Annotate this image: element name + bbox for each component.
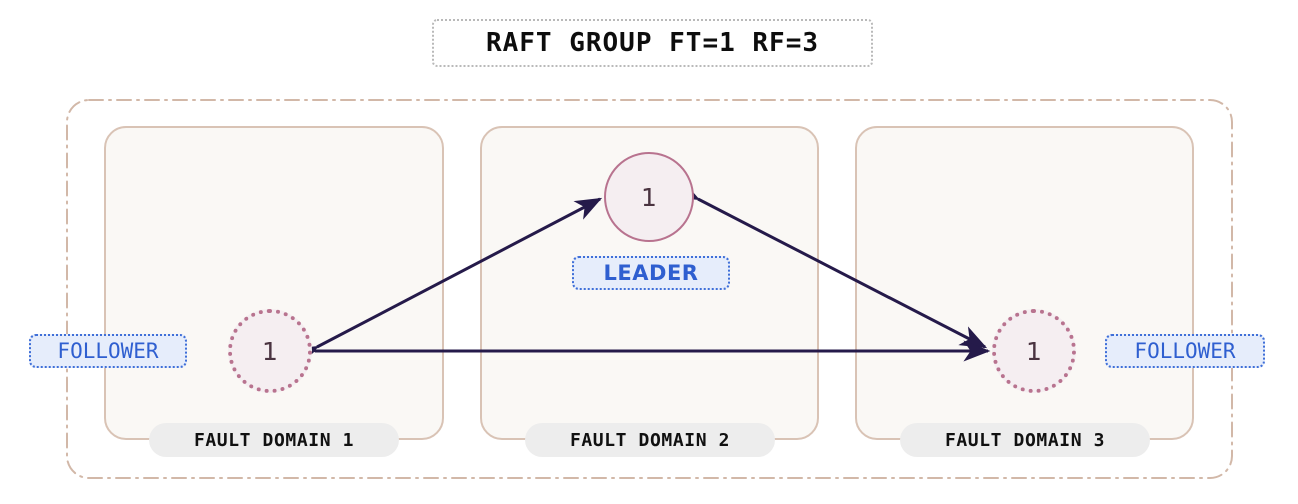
raft-node-leader[interactable]: 1 — [604, 152, 694, 242]
raft-node-follower-1[interactable]: 1 — [228, 309, 312, 393]
raft-node-leader-value: 1 — [641, 182, 657, 212]
role-badge-follower-1: FOLLOWER — [29, 334, 187, 368]
fault-domain-2-label-text: FAULT DOMAIN 2 — [569, 429, 731, 451]
role-badge-leader-label: LEADER — [603, 261, 699, 285]
fault-domain-1-label-text: FAULT DOMAIN 1 — [193, 429, 355, 451]
role-badge-follower-3: FOLLOWER — [1105, 334, 1265, 368]
raft-group-border — [66, 99, 1233, 479]
diagram-title: RAFT GROUP FT=1 RF=3 — [485, 28, 820, 58]
diagram-title-box: RAFT GROUP FT=1 RF=3 — [432, 19, 873, 67]
fault-domain-3-box — [855, 126, 1194, 440]
role-badge-follower-1-label: FOLLOWER — [57, 339, 159, 363]
fault-domain-3-label-text: FAULT DOMAIN 3 — [944, 429, 1106, 451]
raft-node-follower-3[interactable]: 1 — [992, 309, 1076, 393]
raft-node-follower-1-value: 1 — [262, 336, 278, 366]
fault-domain-3-label: FAULT DOMAIN 3 — [900, 423, 1150, 457]
role-badge-follower-3-label: FOLLOWER — [1134, 339, 1236, 363]
fault-domain-1-label: FAULT DOMAIN 1 — [149, 423, 399, 457]
raft-group-container — [66, 99, 1233, 479]
fault-domain-2-label: FAULT DOMAIN 2 — [525, 423, 775, 457]
role-badge-leader: LEADER — [572, 256, 730, 290]
raft-node-follower-3-value: 1 — [1026, 336, 1042, 366]
fault-domain-1-box — [104, 126, 444, 440]
